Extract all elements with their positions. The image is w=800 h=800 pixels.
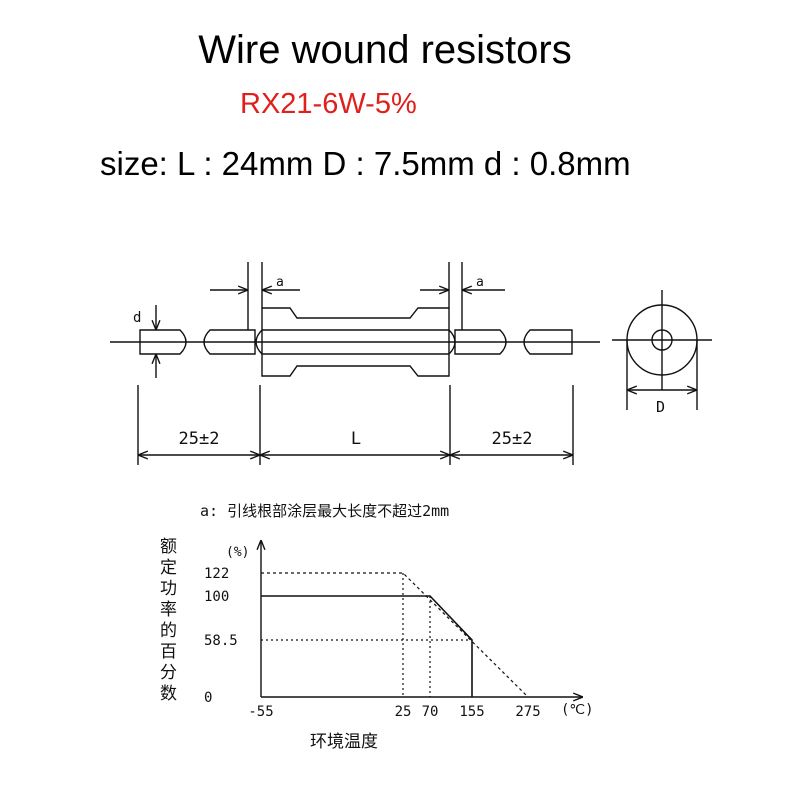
resistor-end-view: [612, 290, 712, 410]
x-tick-label: 155: [459, 704, 484, 720]
x-unit: (℃): [561, 702, 594, 718]
resistor-side-view: [110, 262, 600, 465]
dim-right-label: 25±2: [492, 429, 533, 449]
label-d: d: [133, 310, 141, 326]
right-lead-end: [523, 329, 573, 355]
left-lead-end: [139, 329, 187, 355]
page-title: Wire wound resistors: [198, 28, 572, 72]
size-spec: size: L : 24mm D : 7.5mm d : 0.8mm: [100, 145, 631, 182]
dim-left-label: 25±2: [179, 429, 220, 449]
left-joint: [255, 329, 263, 355]
y-tick-label: 58.5: [204, 633, 238, 649]
right-lead: [454, 329, 507, 355]
drawing-note: a: 引线根部涂层最大长度不超过2mm: [200, 502, 449, 520]
x-tick-label: 70: [422, 704, 439, 720]
label-D: D: [656, 398, 665, 416]
model-number: RX21-6W-5%: [240, 88, 417, 120]
series-solid: [261, 595, 473, 697]
y-unit: (%): [226, 545, 249, 560]
x-tick-label: 275: [515, 704, 540, 720]
y-tick-label: 0: [204, 690, 212, 706]
resistor-body: [261, 307, 450, 377]
dim-center-label: L: [351, 429, 361, 449]
y-tick-label: 100: [204, 589, 229, 605]
label-a-right: a: [476, 275, 484, 290]
x-axis-label: 环境温度: [310, 732, 378, 752]
x-tick-label: -55: [248, 704, 273, 720]
left-lead: [203, 329, 256, 355]
derating-chart: (%) (℃) 额定功率的百分数 环境温度 -55 25 70 155 275 122 10…: [160, 537, 594, 752]
label-a-left: a: [276, 275, 284, 290]
series-dotted: [261, 572, 529, 698]
y-tick-label: 122: [204, 566, 229, 582]
x-tick-label: 25: [395, 704, 412, 720]
y-axis-label: 额定功率的百分数: [160, 537, 177, 704]
